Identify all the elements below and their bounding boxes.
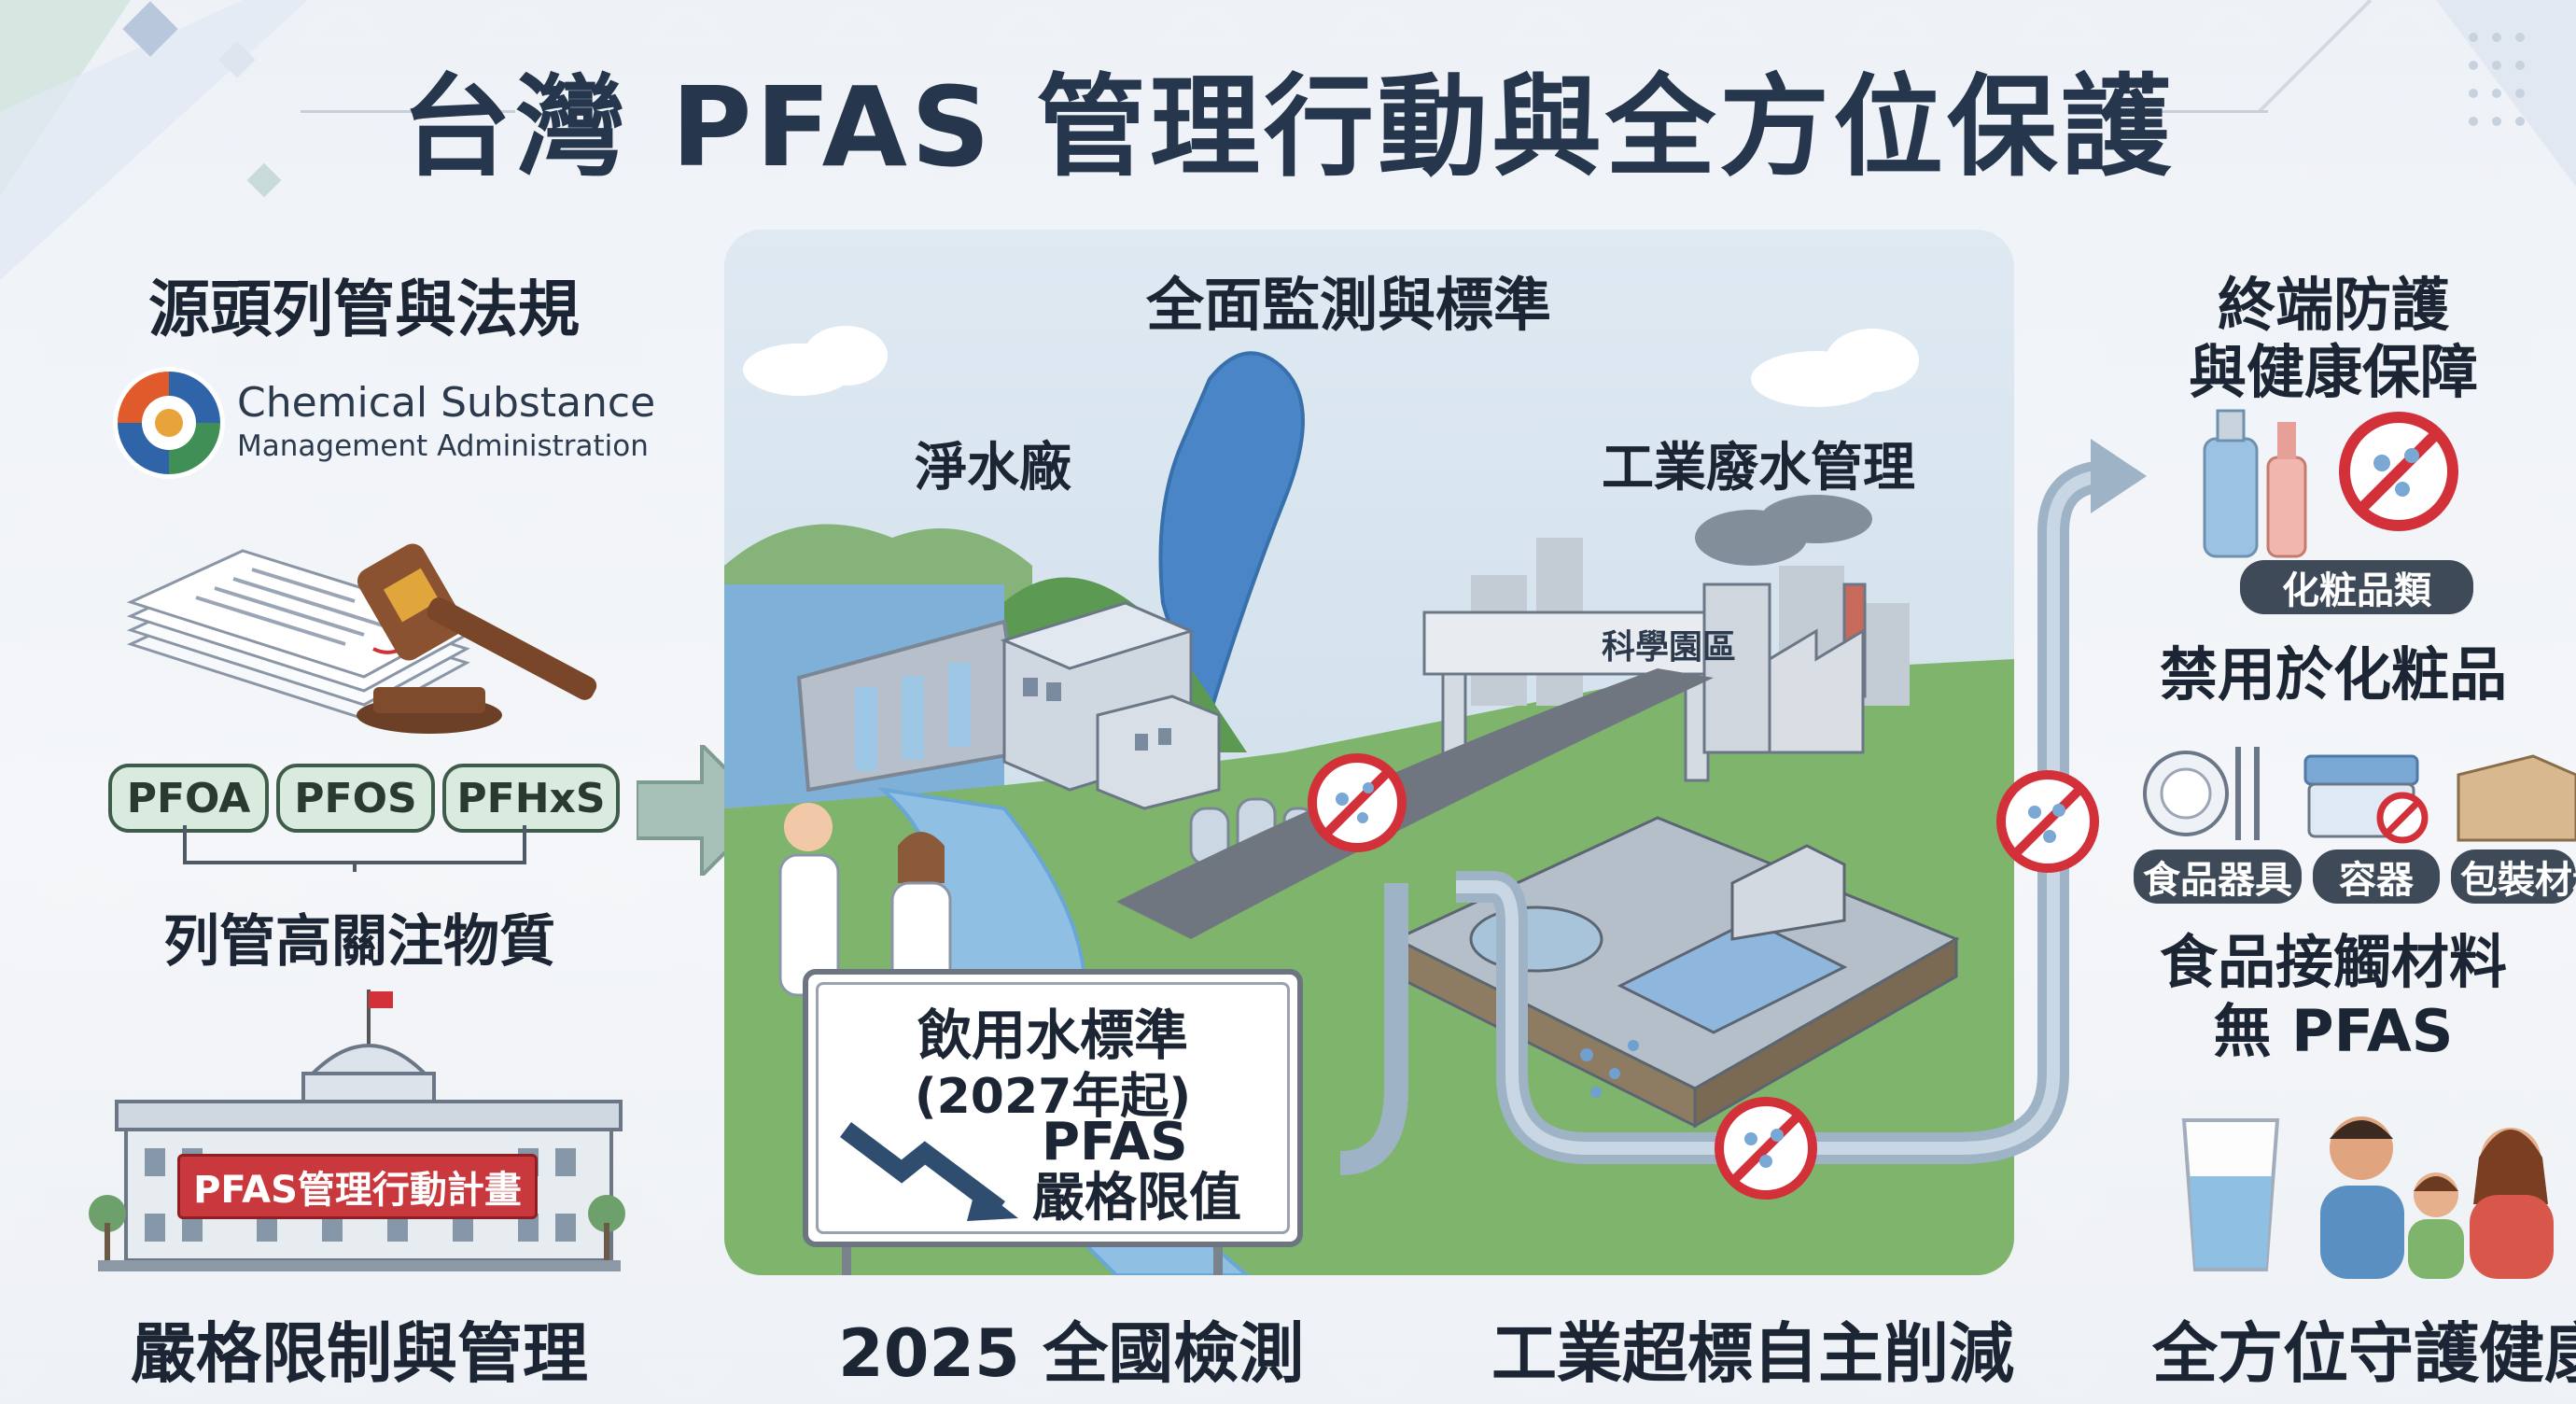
ban-icon-water (1308, 753, 1407, 852)
food-tag-utensils: 食品器具 (2134, 849, 2302, 904)
sign-subtitle: (2027年起) (914, 1069, 1192, 1125)
pill-connector (183, 825, 526, 872)
right-heading-line1: 終端防護 (2217, 271, 2449, 339)
food-contact-icon (2143, 747, 2576, 844)
substance-pill-pfoa: PFOA (108, 764, 269, 833)
middle-bottom-left-caption: 2025 全國檢測 (838, 1315, 1305, 1392)
page-title: 台灣 PFAS 管理行動與全方位保護 (400, 63, 2176, 191)
left-bottom-caption: 嚴格限制與管理 (131, 1315, 588, 1392)
sign-pfas: PFAS (1042, 1112, 1188, 1172)
family-water-icon (2181, 1116, 2554, 1279)
corner-decoration-right (2257, 0, 2576, 187)
sign-limit: 嚴格限值 (1032, 1168, 1241, 1228)
left-heading: 源頭列管與法規 (148, 274, 580, 345)
middle-bottom-right-caption: 工業超標自主削減 (1491, 1315, 2014, 1392)
food-tag-packaging: 包裝材料 (2451, 849, 2576, 904)
action-plan-banner: PFAS管理行動計畫 (177, 1154, 538, 1219)
food-caption-line2: 無 PFAS (2213, 997, 2454, 1065)
logo-text-line1: Chemical Substance (237, 379, 656, 427)
cosmetics-caption: 禁用於化粧品 (2159, 640, 2507, 709)
cosmetics-tag: 化粧品類 (2240, 560, 2473, 614)
middle-heading: 全面監測與標準 (1146, 271, 1552, 339)
water-plant-label: 淨水廠 (915, 438, 1071, 498)
wastewater-pipe (1456, 439, 2147, 1200)
food-tag-containers: 容器 (2313, 849, 2440, 904)
substance-pill-pfhxs: PFHxS (442, 764, 620, 833)
government-building-icon (89, 990, 625, 1271)
cosmetics-icon (2203, 409, 2458, 558)
industrial-label: 工業廢水管理 (1602, 438, 1915, 498)
down-trend-arrow-icon (840, 1122, 1018, 1221)
title-rule-left (301, 110, 515, 113)
drinking-water-sign: 飲用水標準 (2027年起) PFAS 嚴格限值 (803, 969, 1303, 1247)
food-caption-line1: 食品接觸材料 (2159, 928, 2507, 996)
title-rule-right (2147, 110, 2268, 113)
agency-logo-icon (113, 367, 225, 479)
documents-gavel-icon (126, 543, 597, 734)
science-park-label: 科學園區 (1602, 628, 1737, 667)
action-plan-banner-text: PFAS管理行動計畫 (193, 1169, 522, 1212)
corner-decoration-left (0, 0, 308, 280)
right-bottom-caption: 全方位守護健康 (2152, 1315, 2576, 1392)
substances-caption: 列管高關注物質 (163, 909, 555, 975)
logo-text-line2: Management Administration (237, 429, 649, 463)
substance-pill-pfos: PFOS (276, 764, 435, 833)
right-heading-line2: 與健康保障 (2188, 338, 2478, 406)
sign-title: 飲用水標準 (917, 1004, 1188, 1067)
